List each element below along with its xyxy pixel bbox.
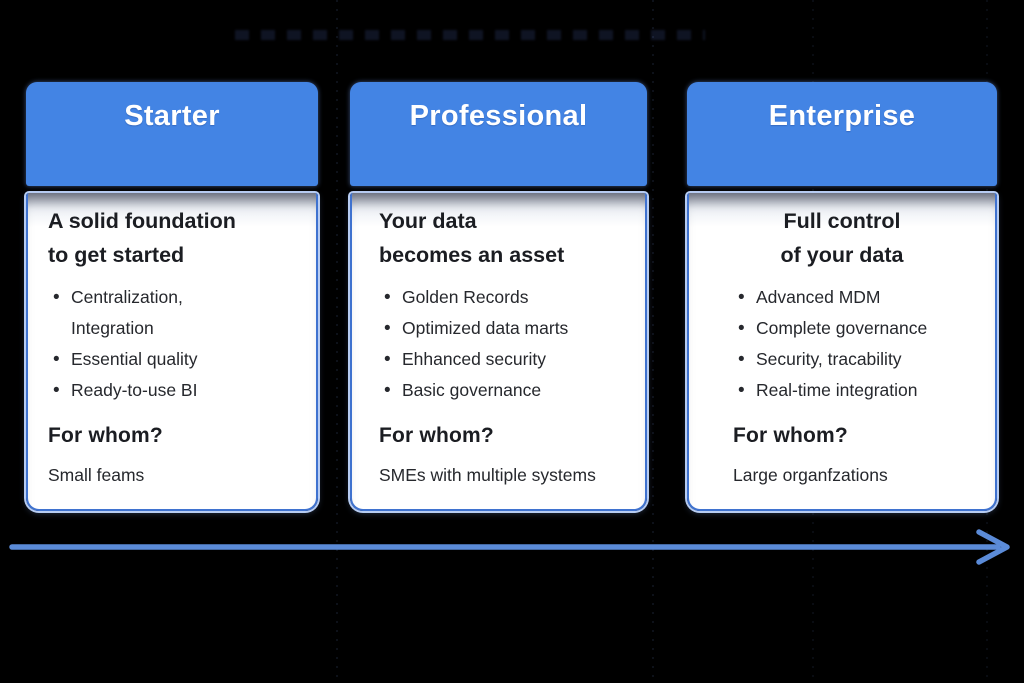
progression-arrow [0, 520, 1024, 580]
artifact-dots [652, 0, 654, 683]
card-body: A solid foundation to get started Centra… [26, 193, 318, 511]
card-body: Full control of your data Advanced MDM C… [687, 193, 997, 511]
feature-list: Advanced MDM Complete governance Securit… [733, 282, 979, 406]
artifact-dots [336, 0, 338, 683]
tier-card-enterprise: Enterprise Full control of your data Adv… [687, 82, 997, 511]
feature-item: Advanced MDM [733, 282, 979, 313]
feature-item: Centralization, Integration [48, 282, 298, 344]
card-title: Starter [124, 100, 220, 132]
for-whom-label: For whom? [379, 424, 494, 447]
feature-item: Ehhanced security [379, 344, 627, 375]
audience-text: Small feams [48, 465, 145, 485]
tier-card-professional: Professional Your data becomes an asset … [350, 82, 647, 511]
card-subtitle: Your data becomes an asset [379, 209, 565, 267]
card-body: Your data becomes an asset Golden Record… [350, 193, 647, 511]
card-header: Enterprise [687, 82, 997, 186]
audience-text: Large organfzations [733, 465, 888, 485]
feature-item: Golden Records [379, 282, 627, 313]
feature-list: Centralization, Integration Essential qu… [48, 282, 298, 406]
right-arrow-icon [9, 529, 1010, 565]
feature-list: Golden Records Optimized data marts Ehha… [379, 282, 627, 406]
audience-text: SMEs with multiple systems [379, 465, 596, 485]
feature-item: Security, tracability [733, 344, 979, 375]
feature-item: Ready-to-use BI [48, 375, 298, 406]
feature-item: Real-time integration [733, 375, 979, 406]
card-header: Professional [350, 82, 647, 186]
feature-item: Essential quality [48, 344, 298, 375]
for-whom-label: For whom? [733, 424, 848, 447]
tier-card-starter: Starter A solid foundation to get starte… [26, 82, 318, 511]
for-whom-label: For whom? [48, 424, 163, 447]
feature-item: Basic governance [379, 375, 627, 406]
card-subtitle: Full control of your data [780, 209, 904, 267]
artifact-smear [235, 30, 705, 40]
card-subtitle: A solid foundation to get started [48, 209, 236, 267]
card-header: Starter [26, 82, 318, 186]
card-title: Professional [409, 100, 588, 132]
feature-item: Optimized data marts [379, 313, 627, 344]
card-title: Enterprise [768, 100, 916, 132]
feature-item: Complete governance [733, 313, 979, 344]
